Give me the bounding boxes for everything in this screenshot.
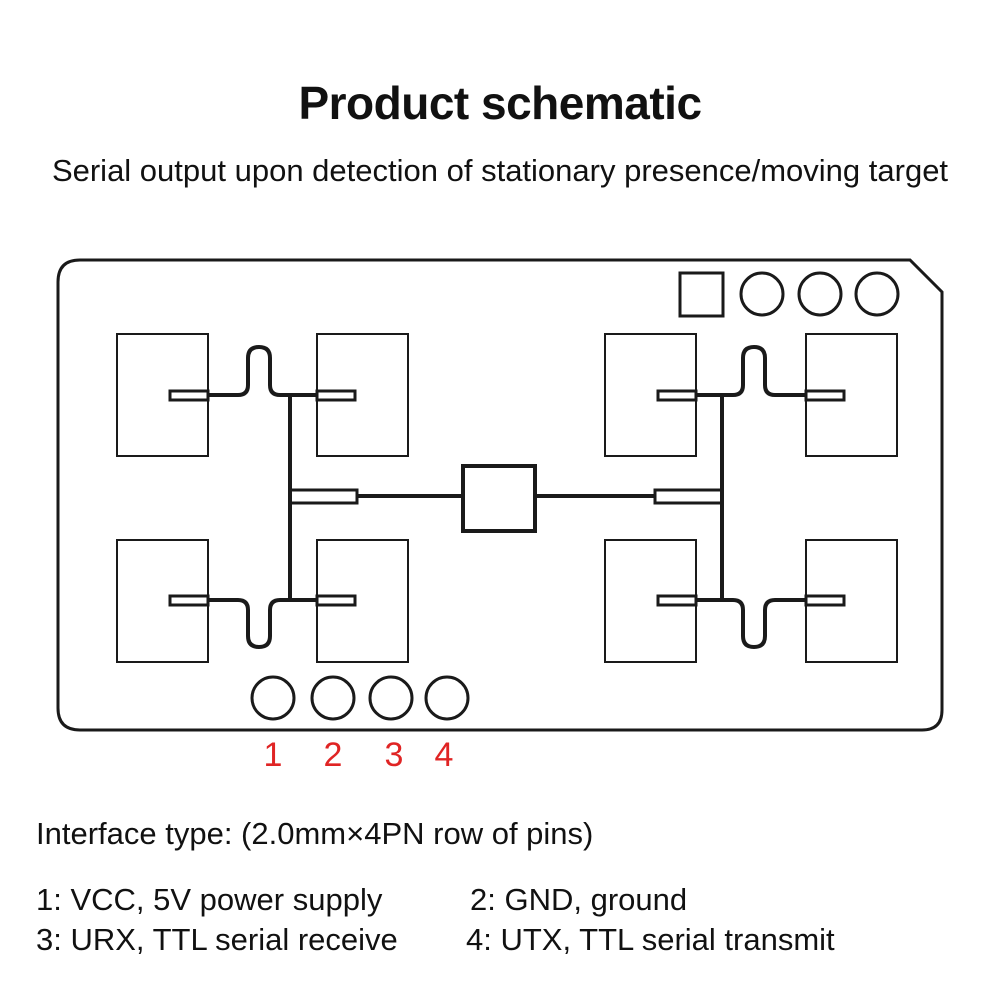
board-outline [56, 258, 944, 732]
interface-type: Interface type: (2.0mm×4PN row of pins) [36, 816, 594, 851]
antenna-patch [316, 333, 409, 457]
antenna-patch [604, 539, 697, 663]
antenna-patch [116, 333, 209, 457]
trace [208, 345, 317, 397]
feed-slot [168, 389, 210, 402]
pin-description-4: 4: UTX, TTL serial transmit [466, 922, 835, 957]
feed-slot [656, 594, 698, 607]
pin-pad-1 [250, 675, 296, 721]
page-subtitle: Serial output upon detection of stationa… [51, 153, 949, 188]
pin-pad-2 [310, 675, 356, 721]
trace [208, 598, 317, 649]
feed-slot [656, 389, 698, 402]
pin-pad-4 [424, 675, 470, 721]
trace [696, 345, 806, 397]
feed-slot [653, 488, 724, 505]
page-title: Product schematic [298, 77, 702, 129]
pin-description-2: 2: GND, ground [470, 882, 688, 917]
round-pad [797, 271, 843, 317]
feed-slot [804, 389, 846, 402]
round-pad [854, 271, 900, 317]
pin-number-4: 4 [434, 736, 454, 774]
pin-number-3: 3 [384, 736, 404, 774]
feed-slot [315, 389, 357, 402]
antenna-patch [805, 333, 898, 457]
round-pad [739, 271, 785, 317]
pin-description-1: 1: VCC, 5V power supply [36, 882, 383, 917]
feed-slot [168, 594, 210, 607]
antenna-patch [116, 539, 209, 663]
antenna-patch [316, 539, 409, 663]
square-pad [678, 271, 725, 318]
center-chip [461, 464, 537, 533]
antenna-patch [604, 333, 697, 457]
feed-slot [288, 488, 359, 505]
trace [696, 598, 806, 649]
pin-number-1: 1 [263, 736, 283, 774]
feed-slot [804, 594, 846, 607]
pin-number-2: 2 [323, 736, 343, 774]
feed-slot [315, 594, 357, 607]
pin-description-3: 3: URX, TTL serial receive [36, 922, 398, 957]
pin-pad-3 [368, 675, 414, 721]
antenna-patch [805, 539, 898, 663]
